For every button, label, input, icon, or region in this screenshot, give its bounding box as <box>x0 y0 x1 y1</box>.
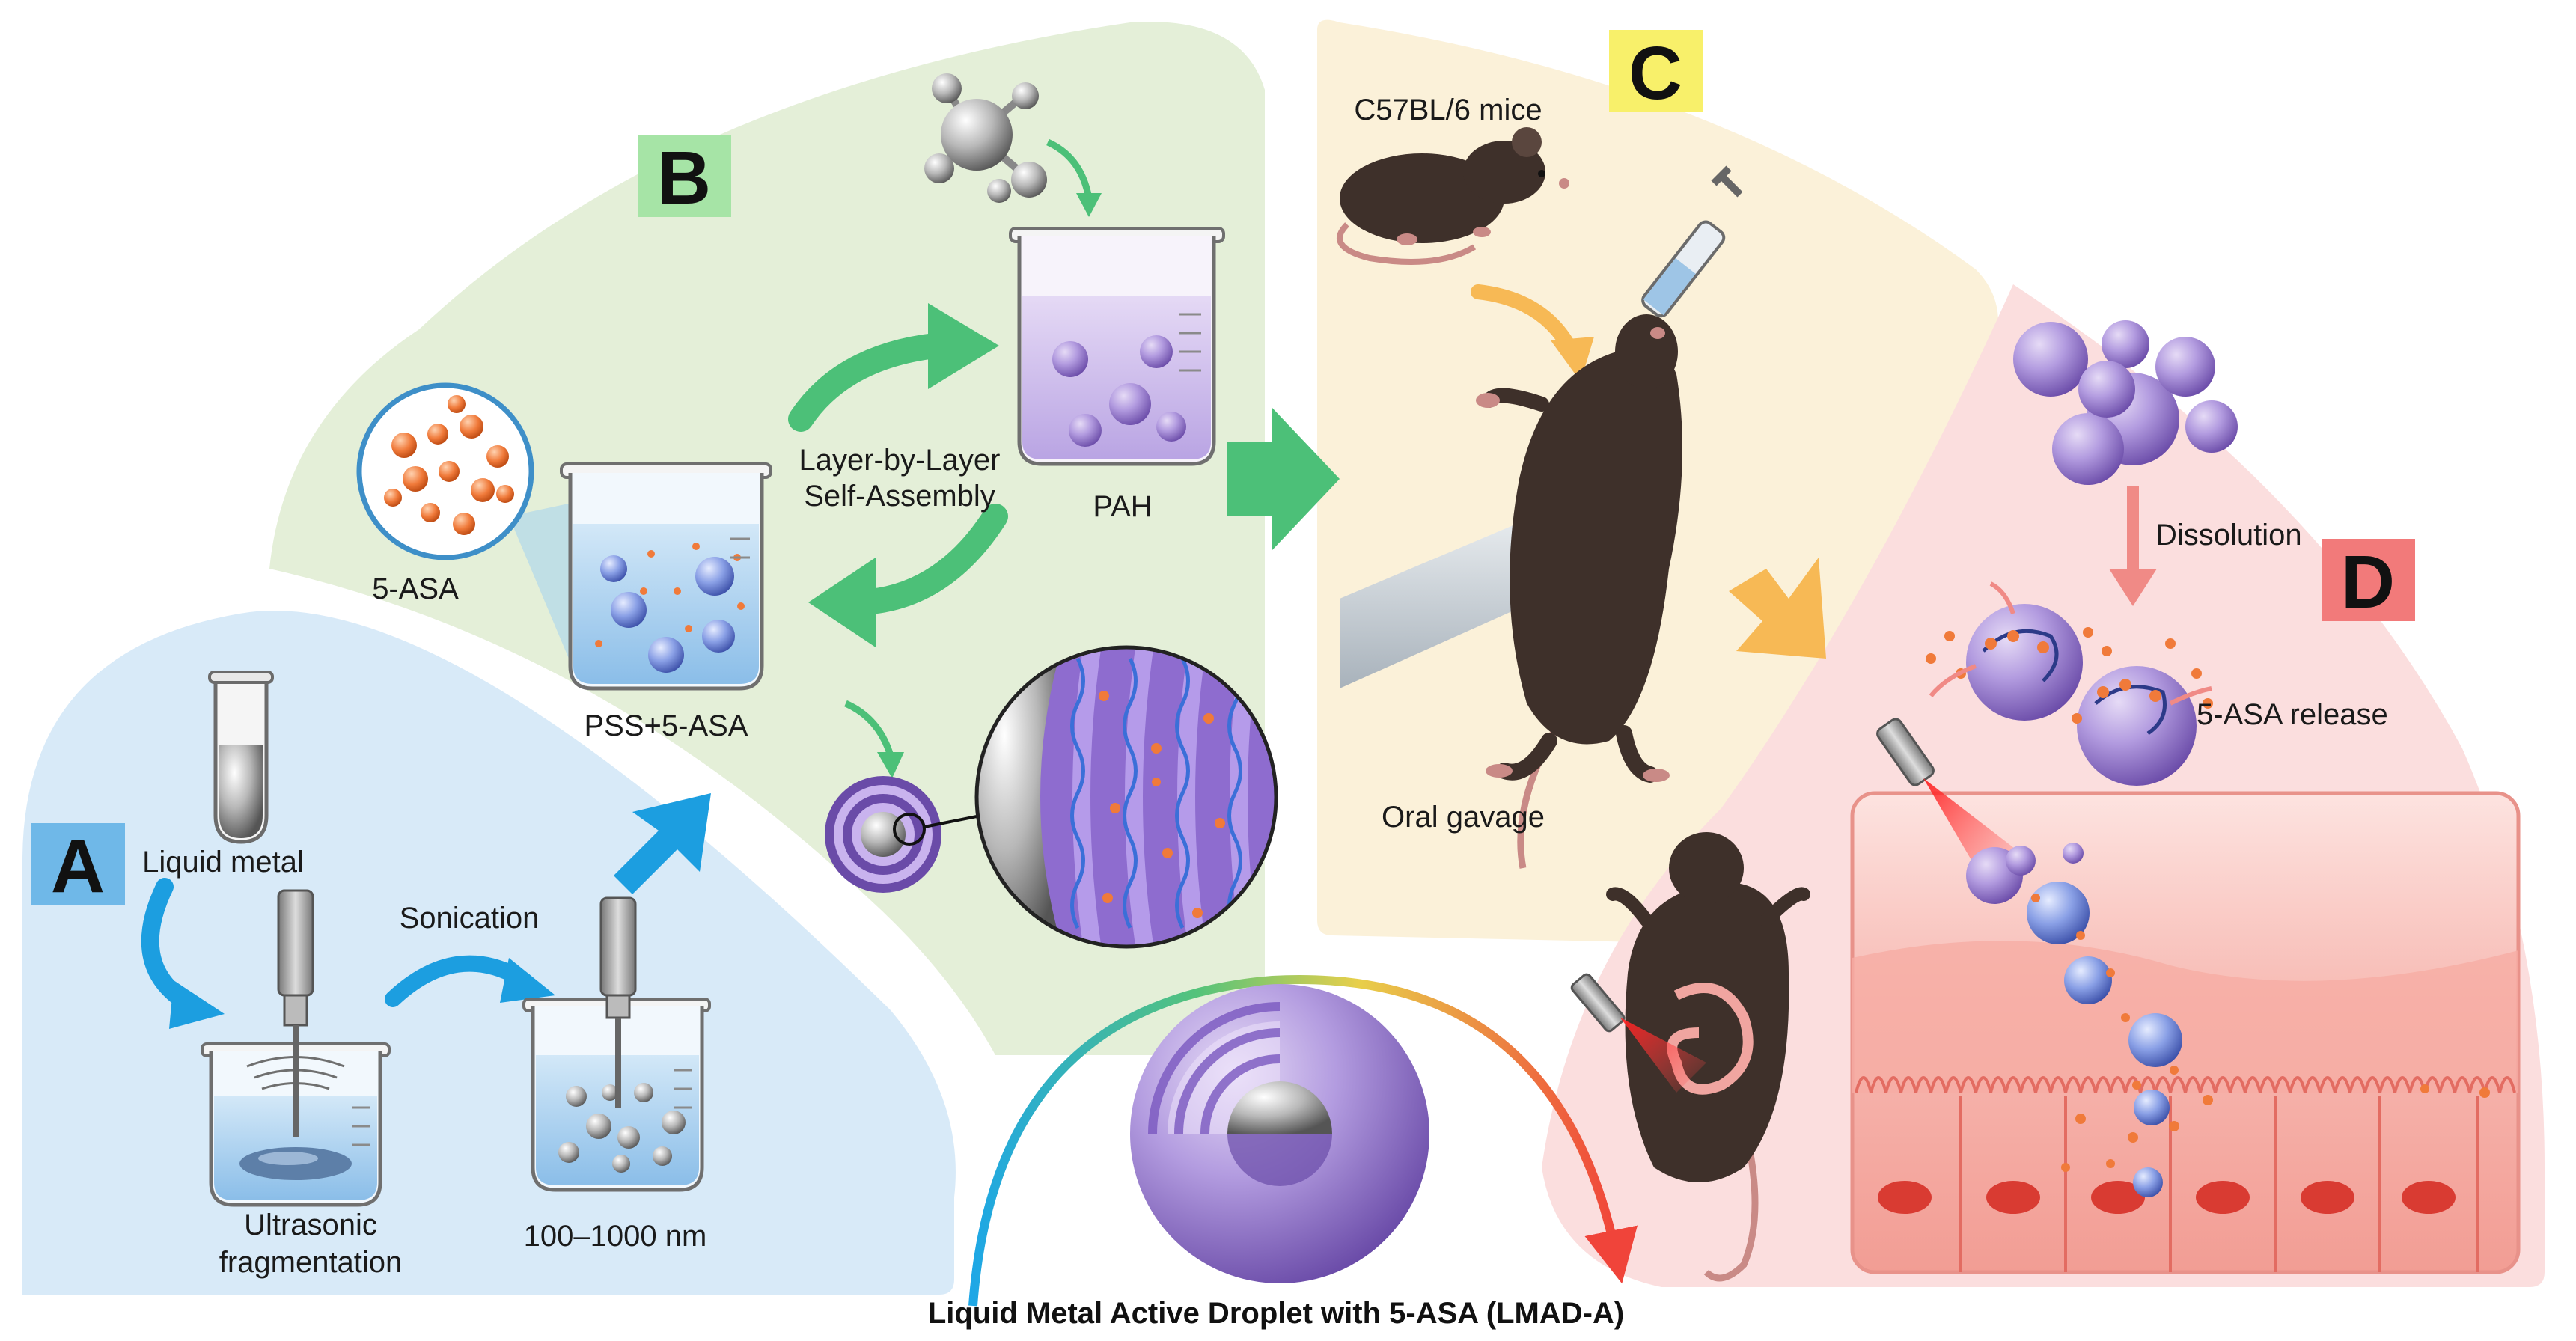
releasing-droplets <box>1926 581 2213 786</box>
laser-beam <box>1620 1018 1706 1093</box>
release-arrow-icon <box>1929 664 1977 697</box>
figure-caption: Liquid Metal Active Droplet with 5-ASA (… <box>928 1297 1624 1330</box>
layered-droplet-icon <box>825 776 981 893</box>
release-label: 5-ASA release <box>2197 698 2388 731</box>
drug-label: 5-ASA <box>372 572 459 605</box>
dissolution-label: Dissolution <box>2155 519 2302 552</box>
arrowhead-icon <box>1076 193 1102 217</box>
panel-c: C C57BL/6 mice <box>1337 30 1826 869</box>
arrowhead-icon <box>928 303 999 389</box>
sonication-label: Sonication <box>400 902 540 935</box>
ultrasonic-label-line1: Ultrasonic <box>244 1209 377 1241</box>
panel-b-letter-box <box>638 135 731 217</box>
syringe-icon <box>1634 165 1743 346</box>
arrowhead-icon <box>169 980 225 1029</box>
arrowhead-icon <box>877 752 904 778</box>
intestinal-tissue <box>1850 791 2521 1274</box>
gavage-label: Oral gavage <box>1382 801 1545 834</box>
panel-a-letter: A <box>51 825 105 908</box>
panel-b-letter: B <box>657 136 711 220</box>
arrowhead-icon <box>808 558 876 647</box>
arrow-c-to-d-icon <box>1729 558 1826 659</box>
pss-label: PSS+5-ASA <box>584 709 748 742</box>
curved-arrow-icon <box>1046 138 1093 199</box>
release-arrow-icon <box>1989 581 2015 614</box>
gavage-mouse-icon <box>1476 314 1682 869</box>
size-range-label: 100–1000 nm <box>524 1220 707 1253</box>
mouse-icon <box>1337 127 1569 265</box>
lmad-a-center <box>968 975 1638 1307</box>
molecule-icon <box>924 73 1047 203</box>
panel-c-letter: C <box>1629 31 1682 115</box>
arrow-a-to-b-icon <box>614 793 711 894</box>
curved-arrow-icon <box>844 700 894 757</box>
droplet-cluster-icon <box>2013 320 2238 485</box>
sonication-beaker-1 <box>201 889 391 1207</box>
liquid-metal-label: Liquid metal <box>142 846 304 879</box>
panel-d: D Dissolution 5-ASA r <box>1570 320 2521 1282</box>
release-arrow-icon <box>2169 686 2212 706</box>
layer-zoom-circle <box>974 645 1278 949</box>
treated-mouse-icon <box>1570 832 1810 1282</box>
panel-d-letter-box <box>2322 539 2415 621</box>
panel-d-letter: D <box>2341 540 2395 624</box>
arrowhead-icon <box>2109 569 2157 606</box>
lbl-label-line2: Self-Assembly <box>804 480 995 513</box>
lbl-forward-arrow-icon <box>788 332 963 432</box>
rainbow-arc <box>968 975 1638 1307</box>
handler-arm <box>1340 516 1557 688</box>
panel-a-letter-box <box>31 823 125 905</box>
arrowhead-icon <box>500 958 555 1003</box>
ultrasonic-label-line2: fragmentation <box>219 1246 403 1279</box>
lbl-label-line1: Layer-by-Layer <box>799 444 1000 477</box>
panel-c-letter-box <box>1609 30 1703 112</box>
descending-droplets <box>1876 718 2182 1197</box>
arrow-b-to-c-icon <box>1227 408 1340 550</box>
liquid-metal-test-tube <box>208 670 274 844</box>
sonication-beaker-2 <box>522 896 711 1192</box>
lbl-back-arrow-icon <box>848 504 1008 615</box>
mice-label: C57BL/6 mice <box>1354 94 1542 126</box>
pah-beaker <box>1009 227 1225 466</box>
panel-a: A Liquid metal Ultrasonic <box>31 670 711 1279</box>
pah-label: PAH <box>1093 490 1152 523</box>
pss-beaker <box>560 462 772 691</box>
panel-b: B 5-ASA <box>356 73 1340 949</box>
